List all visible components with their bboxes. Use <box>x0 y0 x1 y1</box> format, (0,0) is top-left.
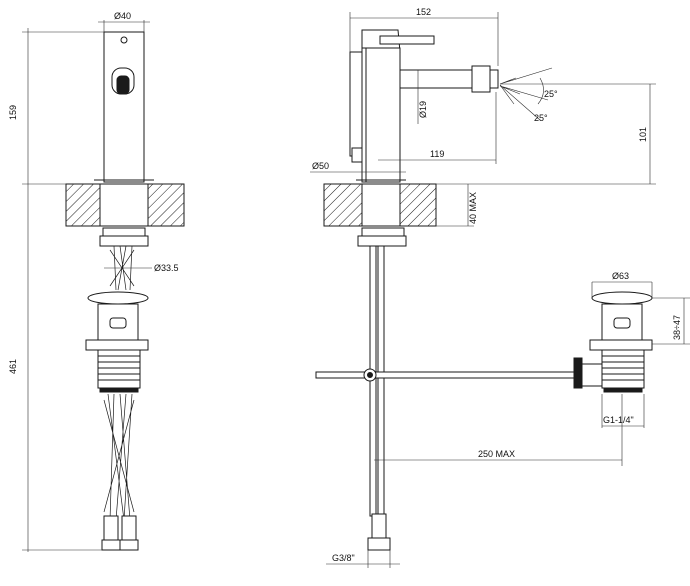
waste-plug-cap-side <box>591 291 653 305</box>
nut-front-top <box>102 227 146 237</box>
dim-overall-length: 152 <box>416 7 431 17</box>
dim-nozzle-angle-up: 25° <box>544 89 558 99</box>
front-view: Ø40 159 461 Ø33.5 <box>8 11 185 552</box>
dim-waste-height: 38÷47 <box>672 315 682 340</box>
dim-nozzle-angle-down: 25° <box>534 113 548 123</box>
tap-body-front <box>103 31 145 183</box>
hose-fitting-left <box>103 515 119 543</box>
nut-side <box>357 235 407 247</box>
tap-body-side <box>361 47 401 183</box>
dim-tap-diameter: Ø40 <box>114 11 131 21</box>
waste-rod-nut <box>573 357 583 389</box>
nut-front <box>99 235 149 247</box>
lever-knob-dark <box>116 75 130 95</box>
dim-hose-diameter: Ø33.5 <box>154 263 179 273</box>
body-side-foot <box>351 147 363 163</box>
waste-thread-lines <box>98 355 140 381</box>
dim-deck-thickness: 40 MAX <box>468 192 478 224</box>
waste-rod-coupling <box>579 363 603 387</box>
dim-outlet-height: 101 <box>638 127 648 142</box>
braided-hose-lower <box>103 393 135 521</box>
deck-hole-front <box>99 183 149 227</box>
side-view: 25° 25° 152 Ø19 <box>310 7 690 568</box>
hose-nut-side <box>367 537 391 551</box>
dim-waste-diameter: Ø63 <box>612 271 629 281</box>
waste-slot-front <box>109 317 127 329</box>
hose-nut-right <box>119 539 139 551</box>
body-side-panel <box>349 51 363 157</box>
hose-fitting-side <box>371 513 387 539</box>
dim-waste-thread: G1-1/4" <box>603 415 634 425</box>
dim-base-diameter: Ø50 <box>312 161 329 171</box>
dim-spout-reach: 119 <box>430 149 444 159</box>
deck-hole-side <box>361 183 401 227</box>
hose-side-2 <box>377 245 385 517</box>
dim-total-height: 461 <box>8 359 18 374</box>
waste-flange-side <box>589 339 653 351</box>
waste-slot-side <box>613 317 631 329</box>
dim-hose-connection: G3/8" <box>332 553 355 563</box>
handle-pin <box>120 36 128 44</box>
waste-flange-front <box>85 339 149 351</box>
spout-nozzle-ring <box>471 65 491 93</box>
dim-spout-height: 159 <box>8 105 18 120</box>
dim-rod-length: 250 MAX <box>478 449 515 459</box>
popup-rod <box>315 371 581 379</box>
spout-tip <box>489 69 499 89</box>
dim-spout-diameter: Ø19 <box>418 101 428 118</box>
hose-nut-left <box>101 539 121 551</box>
waste-bottom-front <box>99 387 139 393</box>
hose-fitting-right <box>121 515 137 543</box>
waste-plug-cap <box>87 291 149 305</box>
nut-side-top <box>361 227 405 237</box>
lever-rod <box>379 35 435 45</box>
